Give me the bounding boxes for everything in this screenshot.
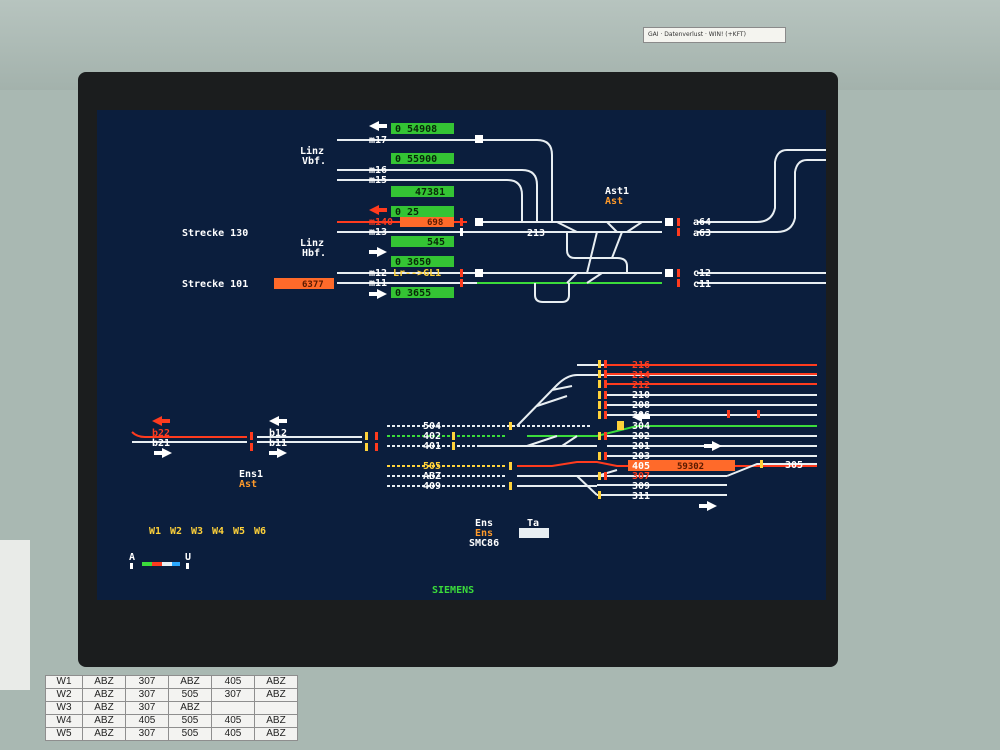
track-label-b22[interactable]: b22 xyxy=(152,428,170,439)
track-label-304[interactable]: 304 xyxy=(632,421,650,432)
track-label-203[interactable]: 203 xyxy=(632,451,650,462)
track-label-m15[interactable]: m15 xyxy=(369,175,387,186)
strecke-101-value: 6377 xyxy=(302,280,324,290)
switch-213-label: 213 xyxy=(527,228,545,239)
ens1-ast-label: Ast xyxy=(239,479,257,490)
ens-ast-label: Ens xyxy=(475,528,493,539)
track-label-abz[interactable]: ABZ xyxy=(423,471,441,482)
upper-signals xyxy=(460,135,680,287)
track-label-c12[interactable]: c12 xyxy=(693,268,711,279)
track-m13-value: 545 xyxy=(427,237,445,248)
track-m16-value: 0 55900 xyxy=(395,154,437,165)
track-label-305[interactable]: 305 xyxy=(785,460,803,471)
track-label-306[interactable]: 306 xyxy=(632,410,650,421)
track-label-b12[interactable]: b12 xyxy=(269,428,287,439)
track-label-504[interactable]: 504 xyxy=(423,421,441,432)
workstation-w6[interactable]: W6 xyxy=(254,526,266,537)
workstation-w3[interactable]: W3 xyxy=(191,526,203,537)
lower-right-track-labels: 216 214 212 210 208 306 304 202 201 203 … xyxy=(628,360,803,502)
train-number-405: 59302 xyxy=(677,462,704,472)
workstation-w2[interactable]: W2 xyxy=(170,526,182,537)
workstation-w1[interactable]: W1 xyxy=(149,526,161,537)
paper-note xyxy=(0,540,30,690)
track-label-307[interactable]: 307 xyxy=(632,471,650,482)
ast-label: Ast xyxy=(605,196,623,207)
track-label-m16[interactable]: m16 xyxy=(369,165,387,176)
signal-control-screen: Linz Vbf. Linz Hbf. Strecke 130 Strecke … xyxy=(97,110,826,600)
track-label-m12[interactable]: m12 xyxy=(369,268,387,279)
housing-sticker: GAI · Datenverlust · WIN! (+KFT) xyxy=(643,27,786,43)
strecke-130-label: Strecke 130 xyxy=(182,228,248,239)
status-indicator-bar: A U xyxy=(129,552,191,569)
workstation-w4[interactable]: W4 xyxy=(212,526,224,537)
track-label-401[interactable]: 401 xyxy=(423,441,441,452)
track-label-505[interactable]: 505 xyxy=(423,461,441,472)
station-linz-vbf-line2: Vbf. xyxy=(302,156,326,167)
strecke-101-value-box xyxy=(274,278,334,289)
strecke-101-label: Strecke 101 xyxy=(182,279,248,290)
track-m140-value: 0 25 xyxy=(395,207,419,218)
lower-signals xyxy=(250,360,763,499)
track-label-210[interactable]: 210 xyxy=(632,390,650,401)
track-label-216[interactable]: 216 xyxy=(632,360,650,371)
track-m12-value: 0 3650 xyxy=(395,257,431,268)
ast1-label: Ast1 xyxy=(605,186,629,197)
track-label-201[interactable]: 201 xyxy=(632,441,650,452)
lower-track-diagram xyxy=(131,364,817,496)
track-label-405[interactable]: 405 xyxy=(632,461,650,472)
station-linz-hbf-line1: Linz xyxy=(300,237,324,249)
track-label-311[interactable]: 311 xyxy=(632,491,650,502)
track-label-b21[interactable]: b21 xyxy=(152,438,170,449)
track-label-409[interactable]: 409 xyxy=(423,481,441,492)
track-label-214[interactable]: 214 xyxy=(632,370,650,381)
track-m17-value: 0 54908 xyxy=(395,124,437,135)
track-m15-value: 47381 xyxy=(415,187,445,198)
upper-direction-arrows xyxy=(369,121,387,299)
upper-track-labels: m17 0 54908 m16 0 55900 m15 47381 m140 0… xyxy=(369,123,454,299)
route-lr-gl1: Lr-->GL1 xyxy=(393,268,441,279)
ta-box[interactable] xyxy=(519,528,549,538)
track-label-m13[interactable]: m13 xyxy=(369,227,387,238)
siemens-logo: SIEMENS xyxy=(432,585,474,596)
track-label-a64[interactable]: a64 xyxy=(693,217,711,228)
smc86-label: SMC86 xyxy=(469,538,499,549)
track-m140-value2: 698 xyxy=(427,218,443,228)
indicator-a-label: A xyxy=(129,552,135,563)
track-label-m140[interactable]: m140 xyxy=(369,217,393,228)
track-label-208[interactable]: 208 xyxy=(632,400,650,411)
track-label-b11[interactable]: b11 xyxy=(269,438,287,449)
track-label-309[interactable]: 309 xyxy=(632,481,650,492)
upper-track-diagram xyxy=(337,139,826,303)
workstation-w5[interactable]: W5 xyxy=(233,526,245,537)
track-label-a63[interactable]: a63 xyxy=(693,228,711,239)
track-label-m17[interactable]: m17 xyxy=(369,135,387,146)
ta-label: Ta xyxy=(527,518,539,529)
track-label-212[interactable]: 212 xyxy=(632,380,650,391)
station-linz-hbf-line2: Hbf. xyxy=(302,248,326,259)
ens1-label: Ens1 xyxy=(239,469,263,480)
track-label-402[interactable]: 402 xyxy=(423,431,441,442)
track-label-m11[interactable]: m11 xyxy=(369,278,387,289)
station-linz-vbf-line1: Linz xyxy=(300,145,324,157)
track-label-202[interactable]: 202 xyxy=(632,431,650,442)
track-m11-value: 0 3655 xyxy=(395,288,431,299)
ens-label: Ens xyxy=(475,518,493,529)
track-label-c11[interactable]: c11 xyxy=(693,279,711,290)
indicator-u-label: U xyxy=(185,552,191,563)
